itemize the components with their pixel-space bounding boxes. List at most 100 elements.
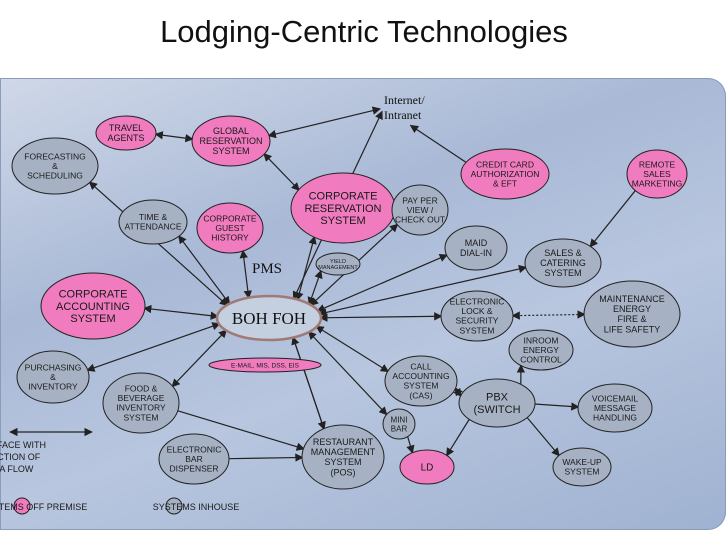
node-label: RESERVATION <box>304 203 381 215</box>
arrow-call-acct-to-boh-foh <box>315 325 390 373</box>
node-label: VOICEMAIL <box>592 393 639 403</box>
node-label: SYSTEM <box>460 325 495 335</box>
node-label: CHECK OUT <box>395 214 445 224</box>
node-label: RESERVATION <box>199 136 262 146</box>
node-label: MANAGEMENT <box>318 265 358 271</box>
node-shape <box>196 202 264 254</box>
node-label: LD <box>421 463 434 474</box>
node-shape <box>158 433 230 485</box>
arrow-mini-bar-to-ld <box>406 436 415 454</box>
boh-foh-shape <box>215 294 323 342</box>
node-shape <box>626 149 688 199</box>
node-shape <box>524 238 602 288</box>
arrow-food-bev-to-boh-foh <box>171 329 228 388</box>
page-title: Lodging-Centric Technologies <box>160 14 568 49</box>
node-label: SCHEDULING <box>27 170 83 180</box>
node-label: HANDLING <box>593 412 637 422</box>
connection-arrows <box>86 106 637 462</box>
node-shape <box>11 137 99 195</box>
node-shape <box>384 355 458 407</box>
node-label: LIFE SAFETY <box>604 324 661 334</box>
node-label: PAY PER <box>402 195 437 205</box>
node-label: MANAGEMENT <box>311 447 376 457</box>
legend-inhouse-swatch <box>165 497 183 515</box>
node-label: GLOBAL <box>213 126 249 136</box>
node-label: CORPORATE <box>309 191 378 203</box>
node-label: SYSTEM <box>544 268 581 278</box>
email-label: E-MAIL, MIS, DSS, EIS <box>231 363 300 370</box>
arrow-pbx-to-ld <box>446 418 471 457</box>
internet-intranet-label: Internet/ <box>384 93 425 107</box>
legend-inhouse-label: SYSTEMS INHOUSE <box>153 502 240 512</box>
node-label: BAR <box>185 454 202 464</box>
node-label: BEVERAGE <box>118 393 165 403</box>
node-label: SYSTEM <box>70 313 115 325</box>
interface-legend-label: DATA FLOW <box>0 464 34 474</box>
node-label: SYSTEM <box>124 412 159 422</box>
internet-intranet-label: Intranet <box>384 108 422 122</box>
arrow-credit-card-to-internet <box>409 124 467 164</box>
node-label: SYSTEM <box>212 146 249 156</box>
node-label: SALES & <box>544 248 582 258</box>
node-label: SYSTEM <box>404 381 439 391</box>
node-label: CONTROL <box>520 354 562 364</box>
node-label: SYSTEM <box>565 467 600 477</box>
node-label: INVENTORY <box>28 381 78 391</box>
node-label: AUTHORIZATION <box>471 169 540 179</box>
node-shape <box>301 424 385 490</box>
arrow-pbx-to-wakeup <box>526 416 560 457</box>
node-shape <box>102 372 180 434</box>
arrow-boh-foh-to-restaurant <box>292 336 326 431</box>
node-label: (POS) <box>330 467 355 477</box>
node-shape <box>40 272 146 340</box>
node-label: SYSTEM <box>320 215 365 227</box>
node-label: TRAVEL <box>109 123 143 133</box>
node-label: MESSAGE <box>594 403 636 413</box>
node-shape <box>444 225 508 271</box>
node-label: INVENTORY <box>116 403 166 413</box>
arrow-global-to-internet <box>267 106 381 139</box>
node-shape <box>577 383 653 433</box>
node-label: PBX <box>486 392 509 404</box>
interface-legend-label: INTERFACE WITH <box>0 440 46 450</box>
node-label: CATERING <box>540 258 586 268</box>
node-label: HISTORY <box>211 232 249 242</box>
node-label: CREDIT CARD <box>476 159 534 169</box>
arrow-lock-to-maintenance <box>511 310 586 320</box>
node-shape <box>315 252 361 276</box>
arrow-time-att-to-boh-foh <box>178 235 231 305</box>
node-label: ELECTRONIC <box>450 297 505 307</box>
node-shape <box>95 115 157 151</box>
node-label: AGENTS <box>107 133 144 143</box>
boh-foh-label: BOH FOH <box>232 309 306 328</box>
node-shape <box>508 329 574 371</box>
node-label: MARKETING <box>632 178 683 188</box>
node-shape <box>552 447 612 487</box>
arrow-travel-agents-to-global <box>154 131 194 143</box>
node-label: ENERGY <box>613 304 651 314</box>
node-purchasing: PURCHASING&INVENTORY <box>16 350 90 404</box>
node-label: & <box>52 161 58 171</box>
node-label: INROOM <box>524 335 559 345</box>
node-label: BAR <box>391 424 408 433</box>
node-label: RESTAURANT <box>313 437 374 447</box>
arrow-corp-accounting-to-boh-foh <box>143 304 219 320</box>
node-label: MAINTENANCE <box>599 294 665 304</box>
